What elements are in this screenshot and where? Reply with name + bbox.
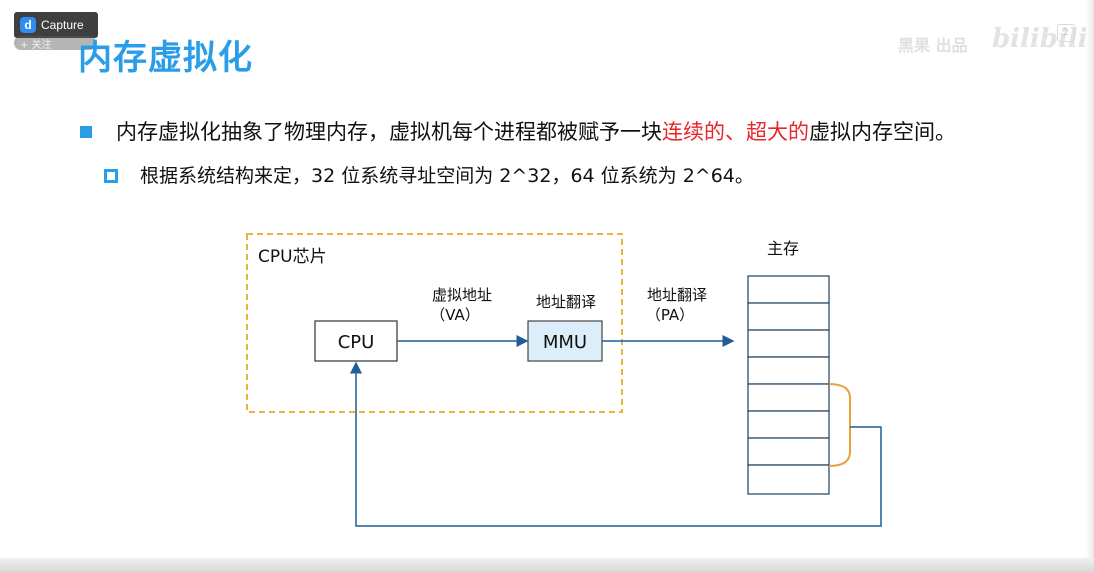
memory-cell: [747, 356, 830, 385]
memory-stack: [747, 275, 830, 495]
capture-toolbar[interactable]: d Capture: [14, 12, 98, 38]
memory-cell: [747, 464, 830, 495]
cpu-chip-frame: [246, 233, 623, 413]
capture-label: Capture: [41, 18, 84, 32]
va-label-line2: （VA）: [430, 306, 480, 324]
bullet-hollow-square-icon: [104, 168, 118, 183]
tv-badge-icon: 2: [1057, 24, 1075, 42]
slide-title: 内存虚拟化: [78, 38, 253, 78]
bullet-square-icon: [80, 126, 92, 138]
bullet-sub-text: 根据系统结构来定，32 位系统寻址空间为 2^32，64 位系统为 2^64。: [140, 165, 754, 187]
bullet-main: 内存虚拟化抽象了物理内存，虚拟机每个进程都被赋予一块连续的、超大的虚拟内存空间。: [80, 116, 956, 146]
pa-label-line2: （PA）: [646, 306, 694, 324]
va-label-line1: 虚拟地址: [432, 286, 492, 304]
memory-cell: [747, 383, 830, 412]
cpu-label: CPU: [338, 332, 375, 353]
bullet-main-text-after: 虚拟内存空间。: [809, 120, 956, 144]
memory-region-bracket: [828, 383, 851, 467]
watermark-text: 黑果 出品: [898, 36, 968, 55]
capture-logo-icon: d: [20, 17, 36, 33]
follow-button[interactable]: + 关注: [14, 36, 96, 51]
memory-cell: [747, 437, 830, 466]
bullet-sub: 根据系统结构来定，32 位系统寻址空间为 2^32，64 位系统为 2^64。: [104, 161, 754, 188]
memory-label: 主存: [767, 239, 799, 258]
bilibili-logo: bilibili: [992, 24, 1088, 54]
mmu-label: MMU: [543, 332, 587, 353]
cpu-box: [314, 320, 398, 362]
memory-cell: [747, 275, 830, 304]
cpu-chip-label: CPU芯片: [258, 247, 327, 267]
memory-cell: [747, 329, 830, 358]
memory-cell: [747, 302, 830, 331]
bullet-main-highlight: 连续的、超大的: [662, 120, 809, 144]
bottom-bar: [0, 558, 1094, 572]
memory-to-cpu-feedback-line: [350, 361, 882, 527]
memory-cell: [747, 410, 830, 439]
mmu-title: 地址翻译: [536, 293, 596, 311]
bullet-main-text-before: 内存虚拟化抽象了物理内存，虚拟机每个进程都被赋予一块: [116, 120, 662, 144]
pa-label-line1: 地址翻译: [647, 286, 707, 304]
mmu-box: [527, 320, 603, 362]
right-edge-shadow: [1086, 0, 1094, 572]
